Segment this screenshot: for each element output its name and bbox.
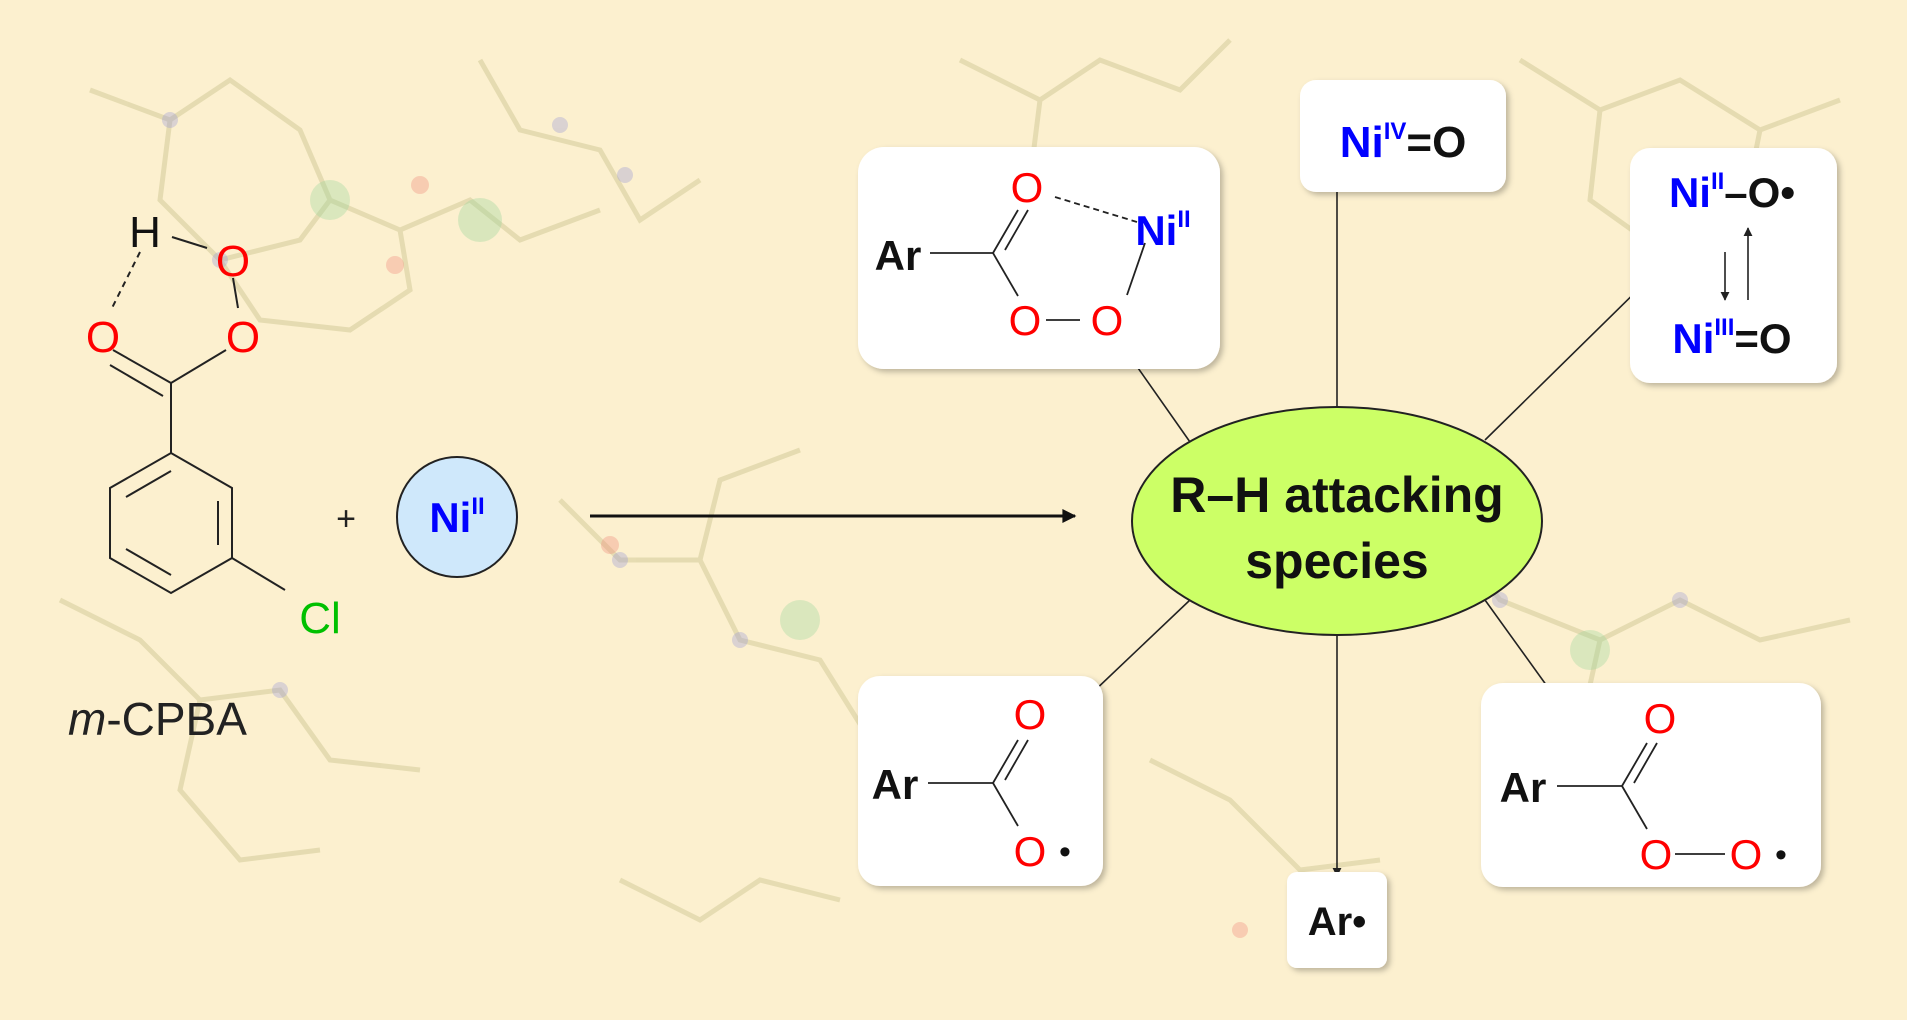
- svg-text:NiIII=O: NiIII=O: [1672, 314, 1791, 362]
- svg-text:Ar: Ar: [872, 761, 919, 808]
- svg-text:Ar•: Ar•: [1308, 900, 1366, 944]
- benzene-ring: [109, 451, 233, 595]
- svg-text:NiII–O•: NiII–O•: [1669, 168, 1795, 216]
- rh-attacking-species: R–H attacking species: [1131, 406, 1543, 636]
- arrow-to-ni-acylperoxo: [1130, 357, 1191, 443]
- hydrogen-label: H: [129, 208, 161, 257]
- mcpba-name: m-CPBA: [68, 693, 247, 745]
- box-nickel-acylperoxo: Ar O O O NiII: [858, 147, 1220, 369]
- background-watermark-atoms: [162, 112, 1688, 938]
- mcpba-atom-labels: H O O O Cl: [86, 208, 341, 643]
- box-aroyloxyl-radical: Ar O O •: [858, 676, 1103, 886]
- nickel-ii-reactant: NiII: [396, 456, 518, 578]
- box-aryl-radical: Ar•: [1287, 872, 1387, 968]
- arrow-to-aroyloxyl: [1089, 599, 1191, 696]
- svg-text:NiII: NiII: [1135, 206, 1190, 254]
- peroxy-oxygen-label: O: [226, 313, 260, 362]
- svg-text:O: O: [1091, 297, 1124, 344]
- center-line-2: species: [1245, 533, 1428, 589]
- svg-text:O: O: [1640, 831, 1673, 878]
- mcpba-structure: [109, 236, 286, 595]
- plus-sign: +: [336, 500, 356, 538]
- hydroxyl-oxygen-label: O: [216, 237, 250, 286]
- svg-text:•: •: [1059, 833, 1071, 871]
- svg-text:O: O: [1009, 297, 1042, 344]
- svg-text:Ar: Ar: [1500, 764, 1547, 811]
- svg-text:Ar: Ar: [875, 232, 922, 279]
- carbonyl-oxygen-label: O: [86, 313, 120, 362]
- svg-text:•: •: [1775, 836, 1787, 874]
- svg-text:O: O: [1730, 831, 1763, 878]
- svg-text:NiIV=O: NiIV=O: [1340, 118, 1467, 167]
- svg-text:NiII: NiII: [429, 493, 484, 541]
- arrow-to-ni-oxyl: [1484, 271, 1657, 441]
- center-line-1: R–H attacking: [1170, 467, 1503, 523]
- box-nickel-oxyl-oxo: NiII–O• NiIII=O: [1630, 148, 1837, 383]
- svg-text:O: O: [1011, 164, 1044, 211]
- svg-text:O: O: [1014, 691, 1047, 738]
- svg-text:O: O: [1014, 828, 1047, 875]
- box-nickel-iv-oxo: NiIV=O: [1300, 80, 1506, 192]
- svg-text:O: O: [1644, 695, 1677, 742]
- box-aroylperoxyl-radical: Ar O O O •: [1481, 683, 1821, 887]
- chlorine-label: Cl: [299, 594, 341, 643]
